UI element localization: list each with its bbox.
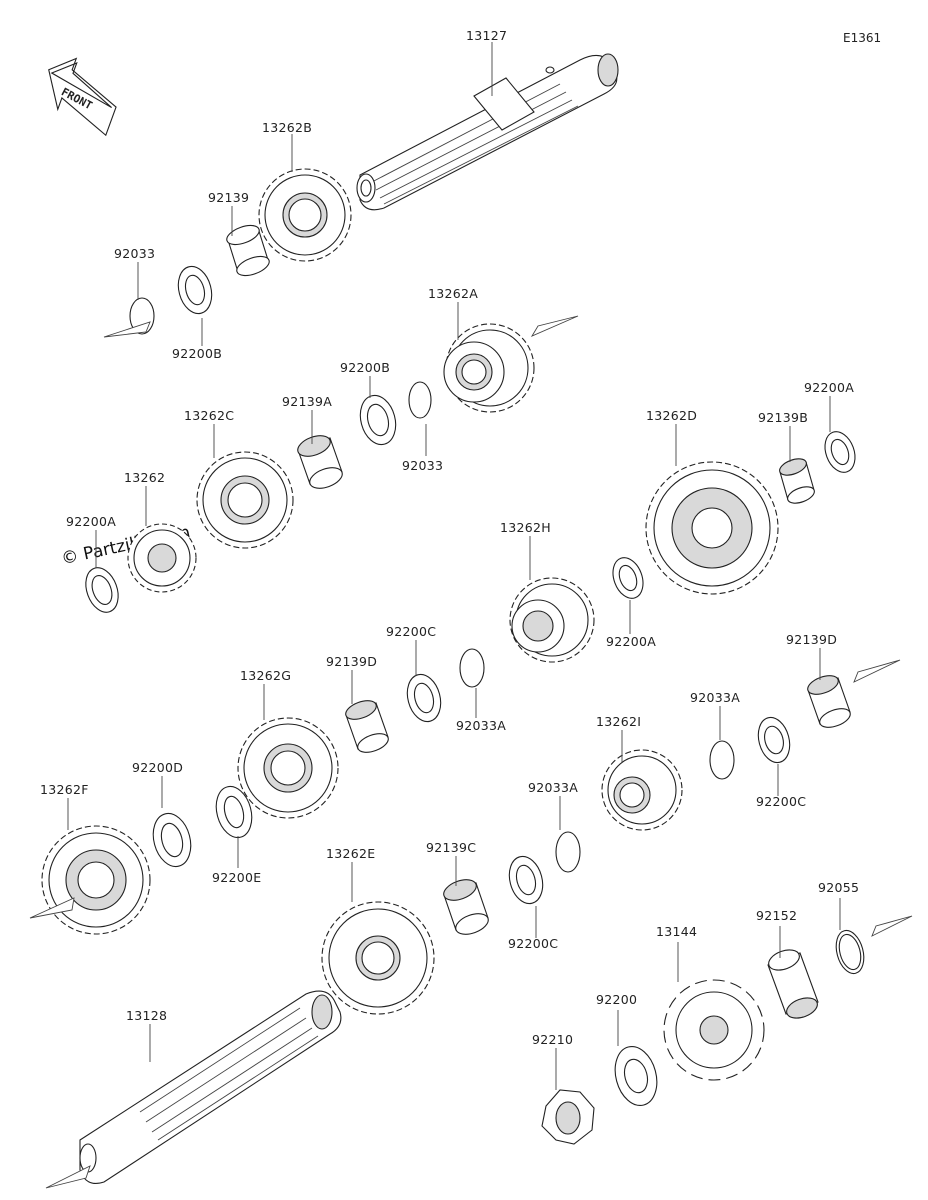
gear-13262c [196,451,294,549]
label-92200d: 92200D [132,760,183,775]
label-92139b: 92139B [758,410,808,425]
collar-92152 [767,949,819,1019]
oring-92055 [835,929,865,975]
label-92139-top: 92139 [208,190,249,205]
label-92033-mid: 92033 [402,458,443,473]
label-13262a: 13262A [428,286,478,301]
shaft-13127 [356,53,619,211]
washer-92200b-mid [359,394,397,446]
circlip-92033a-a [459,648,485,688]
label-13127: 13127 [466,28,507,43]
bearing-92139d-b [807,675,851,728]
label-92200c-c: 92200C [508,936,558,951]
circlip-92033a-b [709,740,735,780]
washer-92200e [215,785,253,839]
gear-13262 [127,523,197,593]
gear-13262g [237,717,339,819]
bearing-92139d-a [345,700,389,753]
sprocket-13144 [663,979,765,1081]
gear-13262h [509,577,595,663]
part-labels: 13127 13262B 92139 92033 92200B 13262A 9… [40,28,859,1047]
washer-92200a-right [824,431,856,473]
label-13262c: 13262C [184,408,234,423]
label-92200e: 92200E [212,870,261,885]
label-13262d: 13262D [646,408,697,423]
label-92033a-b: 92033A [690,690,740,705]
bearing-92139a [297,435,343,489]
label-92200b-top: 92200B [172,346,222,361]
gear-13262b [258,168,352,262]
washer-92200a-left [85,567,119,613]
diagram-id: E1361 [843,31,881,45]
bearing-92139b [779,458,815,504]
circlip-92033a-c [555,831,581,873]
label-13128: 13128 [126,1008,167,1023]
label-92200a-right: 92200A [804,380,854,395]
label-92200: 92200 [596,992,637,1007]
gear-13262i [601,749,683,831]
label-92033a-c: 92033A [528,780,578,795]
label-13262b: 13262B [262,120,312,135]
label-13262g: 13262G [240,668,291,683]
label-13144: 13144 [656,924,697,939]
washer-92200 [614,1046,658,1106]
label-92033a-a: 92033A [456,718,506,733]
gear-13262a [443,323,535,413]
label-92139a: 92139A [282,394,332,409]
reference-pointers [29,315,913,1189]
label-92200a-left: 92200A [66,514,116,529]
washer-92200c-b [757,716,791,764]
label-92200c-a: 92200C [386,624,436,639]
label-13262h: 13262H [500,520,551,535]
gear-13262d [645,461,779,595]
leader-lines [67,42,841,1090]
washer-92200d [152,812,192,868]
label-92200a-mid: 92200A [606,634,656,649]
circlip-92033-mid [408,381,432,419]
label-92139d-a: 92139D [326,654,377,669]
washer-92200b-top [177,265,213,315]
label-92210: 92210 [532,1032,573,1047]
label-92139c: 92139C [426,840,476,855]
bearing-92139c [443,879,489,935]
front-arrow-icon: FRONT [48,57,117,137]
label-92200b-mid: 92200B [340,360,390,375]
label-92152: 92152 [756,908,797,923]
nut-92210 [541,1089,595,1145]
label-13262: 13262 [124,470,165,485]
shaft-13128 [79,990,342,1185]
label-92055: 92055 [818,880,859,895]
washer-92200a-mid [612,557,644,599]
label-13262f: 13262F [40,782,89,797]
label-92139d-b: 92139D [786,632,837,647]
gear-13262f [41,825,151,935]
gear-13262e [321,901,435,1015]
bushing-92139 [226,224,270,277]
label-13262i: 13262I [596,714,641,729]
label-92033-top: 92033 [114,246,155,261]
circlip-92033-top [129,297,155,335]
washer-92200c-c [508,855,544,905]
label-92200c-b: 92200C [756,794,806,809]
washer-92200c-a [406,673,442,723]
label-13262e: 13262E [326,846,375,861]
